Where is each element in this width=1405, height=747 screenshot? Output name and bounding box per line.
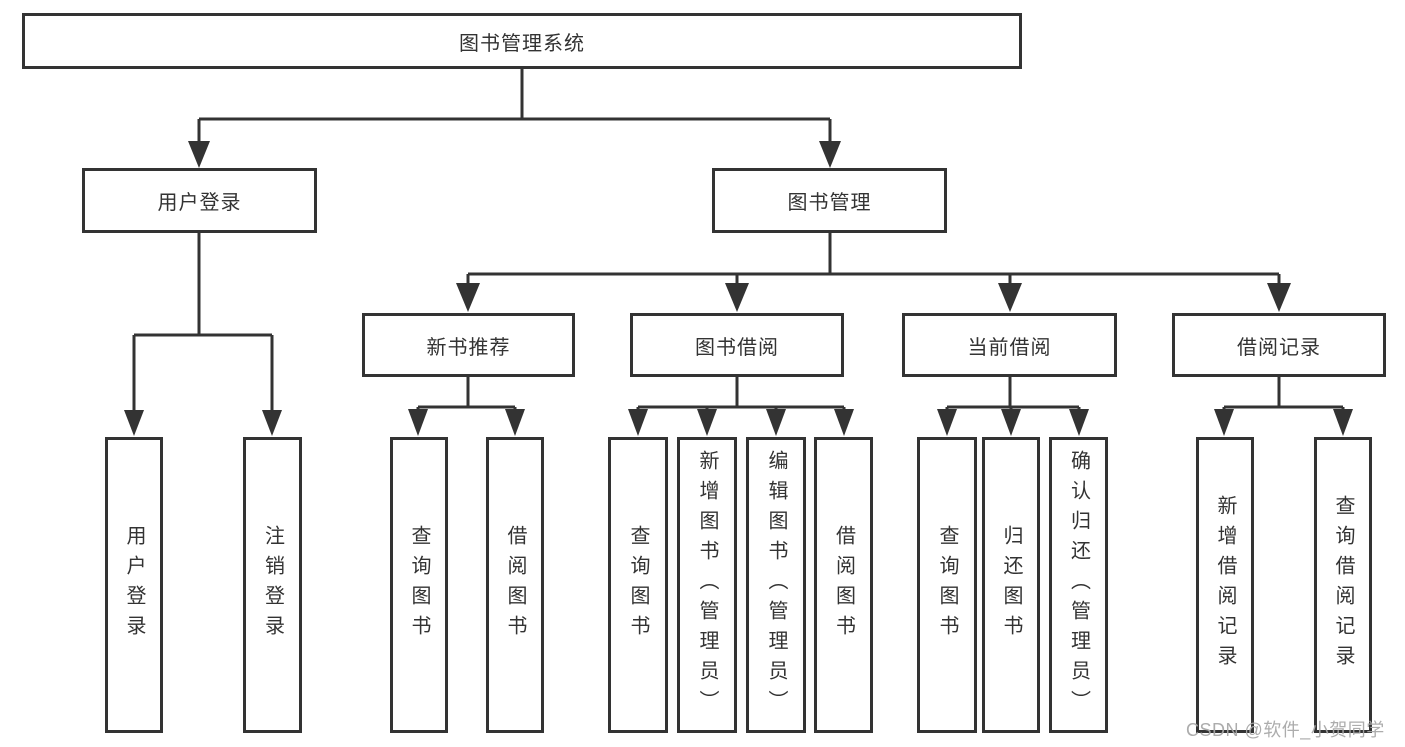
leaf-label: 查询借阅记录 [1332,495,1354,675]
leaf-label: 查询图书 [408,525,430,645]
arrowhead-leaf [628,409,648,436]
arrowhead-book-mgmt [819,141,841,168]
connector-borrow-records-children [1214,376,1353,436]
arrowhead-leaf [1001,409,1021,436]
arrowhead-leaf [937,409,957,436]
leaf-user-login: 用户登录 [105,437,163,733]
leaf-label: 注销登录 [261,525,284,645]
node-current-borrow: 当前借阅 [902,313,1117,377]
leaf-logout: 注销登录 [243,437,302,733]
node-library-system: 图书管理系统 [22,13,1022,69]
leaf-borrow-borrow: 借阅图书 [814,437,873,733]
leaf-label: 借阅图书 [832,525,855,645]
connector-user-login-children [124,232,282,436]
arrowhead-leaf [408,409,428,436]
leaf-label: 用户登录 [123,525,145,645]
leaf-label: 查询图书 [936,525,958,645]
arrowhead-leaf [697,409,717,436]
connector-book-borrow-children [628,376,854,436]
node-book-borrow: 图书借阅 [630,313,844,377]
leaf-newbook-query: 查询图书 [390,437,448,733]
node-book-mgmt: 图书管理 [712,168,947,233]
leaf-label: 归还图书 [1000,525,1022,645]
arrowhead-leaf [505,409,525,436]
node-new-book-rec: 新书推荐 [362,313,575,377]
arrowhead-leaf [766,409,786,436]
leaf-newbook-borrow: 借阅图书 [486,437,544,733]
node-borrow-records: 借阅记录 [1172,313,1386,377]
leaf-records-query: 查询借阅记录 [1314,437,1372,733]
arrowhead-user-login [188,141,210,168]
leaf-label: 确认归还（管理员） [1067,450,1090,720]
leaf-label: 查询图书 [627,525,649,645]
leaf-label: 借阅图书 [504,525,526,645]
arrowhead-leaf [834,409,854,436]
leaf-current-confirm-admin: 确认归还（管理员） [1049,437,1108,733]
arrowhead-leaf [262,410,282,436]
arrowhead-leaf [1214,409,1234,436]
connector-new-book-children [408,376,525,436]
leaf-borrow-query: 查询图书 [608,437,668,733]
arrowhead-leaf [1333,409,1353,436]
leaf-label: 新增图书（管理员） [696,450,718,720]
leaf-records-add: 新增借阅记录 [1196,437,1254,733]
leaf-current-return: 归还图书 [982,437,1040,733]
arrowhead-leaf [124,410,144,436]
connector-root-to-branches [188,67,841,168]
arrowhead-new-book [456,283,480,312]
connector-current-borrow-children [937,376,1089,436]
arrowhead-current-borrow [998,283,1022,312]
leaf-current-query: 查询图书 [917,437,977,733]
csdn-watermark: CSDN @软件_小贺同学 [1186,720,1385,740]
node-user-login: 用户登录 [82,168,317,233]
leaf-label: 新增借阅记录 [1214,495,1236,675]
connector-book-mgmt-children [456,232,1291,312]
leaf-label: 编辑图书（管理员） [765,450,787,720]
arrowhead-book-borrow [725,283,749,312]
leaf-borrow-edit-admin: 编辑图书（管理员） [746,437,806,733]
arrowhead-borrow-records [1267,283,1291,312]
leaf-borrow-add-admin: 新增图书（管理员） [677,437,737,733]
arrowhead-leaf [1069,409,1089,436]
